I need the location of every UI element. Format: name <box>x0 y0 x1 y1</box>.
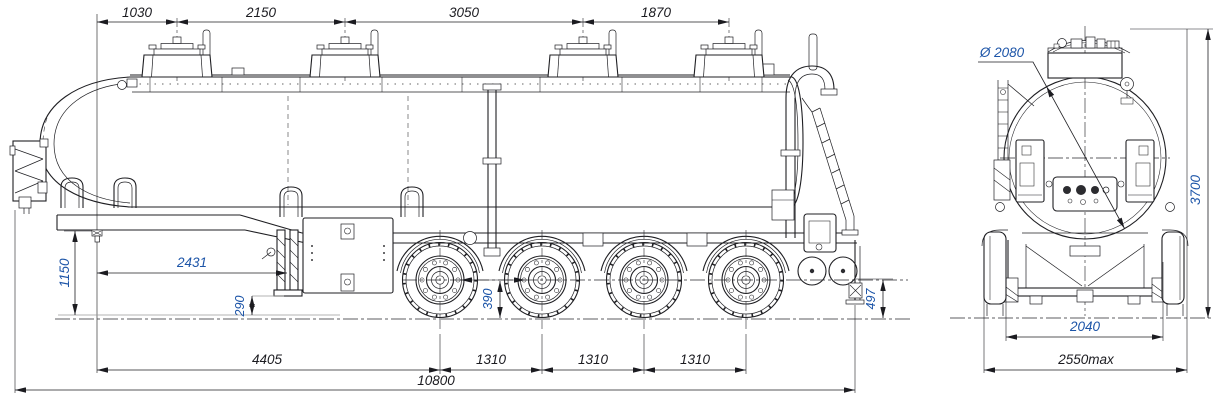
tyre-right <box>1161 231 1185 305</box>
dim-manhole-4: 1870 <box>641 5 672 20</box>
landing-gear <box>261 229 303 297</box>
rear-assembly <box>771 33 865 305</box>
rear-ladder-left <box>993 80 1035 201</box>
marker-light-left <box>995 202 1005 212</box>
dim-2431: 2431 <box>176 255 207 270</box>
dim-497: 497 <box>864 288 878 310</box>
wheel-3 <box>599 228 689 334</box>
wheel-4 <box>701 228 791 334</box>
discharge-downpipe <box>482 83 502 257</box>
dim-manhole-3: 3050 <box>449 5 480 20</box>
chassis-frame <box>56 214 857 247</box>
dim-rear-frame-height: 497 <box>856 278 893 318</box>
dim-axle-height: 390 <box>461 277 525 318</box>
dim-overall-width: 2550max <box>983 258 1187 373</box>
dim-2040: 2040 <box>1069 319 1101 334</box>
dimensions: 1030 2150 3050 1870 1150 2431 290 390 <box>14 5 1213 393</box>
side-cabinet-left <box>1015 139 1045 203</box>
dim-manhole-spacing: 1030 2150 3050 1870 <box>97 5 729 25</box>
dim-1310-2: 1310 <box>578 352 609 367</box>
hose-guide-2 <box>113 177 137 209</box>
dim-290: 290 <box>233 296 247 318</box>
dim-1310-3: 1310 <box>680 352 711 367</box>
level-gauge <box>1120 77 1134 105</box>
manhole-1 <box>141 17 213 85</box>
dim-tank-diameter: Ø 2080 <box>978 45 1125 229</box>
dim-gear-clearance: 290 <box>233 296 284 318</box>
dim-390: 390 <box>481 289 495 310</box>
dim-kingpin-to-gear: 2431 <box>97 255 287 276</box>
tank-inner-circle <box>1008 81 1162 235</box>
tyre-left <box>983 231 1007 305</box>
kingpin <box>91 229 103 243</box>
dim-axle-chain: 4405 1310 1310 1310 <box>97 334 747 374</box>
marker-light-right <box>1165 202 1175 212</box>
dim-overall-height: 3700 <box>1130 28 1213 373</box>
dim-1310-1: 1310 <box>476 352 507 367</box>
pipe-elbow <box>785 65 835 99</box>
dim-2550max: 2550max <box>1057 352 1115 367</box>
dim-manhole-2: 2150 <box>245 5 277 20</box>
dim-overall-length: 10800 <box>14 210 856 393</box>
walkway-fitting <box>231 67 245 76</box>
hose-guide-4 <box>400 186 424 218</box>
dim-2080: Ø 2080 <box>979 45 1025 60</box>
dim-fifth-wheel-height: 1150 <box>57 230 92 315</box>
dim-10800: 10800 <box>417 373 455 388</box>
manhole-2 <box>309 17 381 85</box>
dim-1150: 1150 <box>57 258 72 288</box>
dim-4405: 4405 <box>252 352 283 367</box>
dim-manhole-1: 1030 <box>122 5 153 20</box>
tank-body <box>39 76 804 208</box>
side-view <box>9 14 912 373</box>
manhole-3 <box>547 17 619 85</box>
rear-view <box>950 26 1214 319</box>
side-cabinet-right <box>1125 139 1155 203</box>
manhole-4 <box>693 17 765 85</box>
hose-guide-3 <box>279 186 303 218</box>
vent-mast <box>808 33 818 71</box>
toolbox <box>302 217 394 294</box>
rear-bumper <box>845 240 865 305</box>
rear-ladder <box>801 97 859 236</box>
rear-top-platform <box>1047 36 1131 79</box>
dim-track-width: 2040 <box>1005 262 1164 341</box>
wheel-1 <box>395 228 485 334</box>
wheel-2 <box>497 228 587 334</box>
dim-3700: 3700 <box>1188 174 1203 205</box>
front-head-fittings <box>9 78 138 214</box>
top-walkway <box>130 63 790 93</box>
